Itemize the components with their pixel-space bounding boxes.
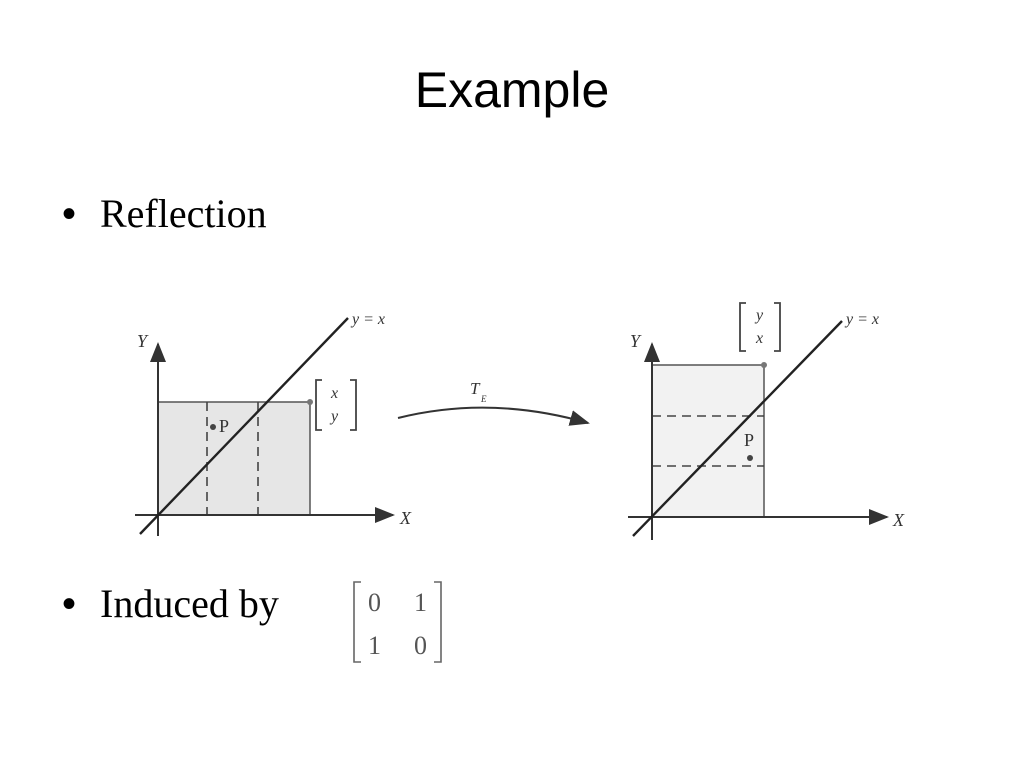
transform-curve — [397, 406, 590, 426]
left-vector-top: x — [330, 385, 338, 402]
left-point-p — [210, 424, 216, 430]
left-diagonal-line — [139, 317, 349, 535]
left-p-label: P — [219, 416, 229, 436]
right-line-label: y = x — [844, 311, 879, 328]
left-y-label: Y — [137, 331, 149, 351]
left-corner-point — [307, 399, 313, 405]
right-p-label: P — [744, 430, 754, 450]
matrix-cell: 1 — [368, 631, 381, 660]
bullet-dot-icon: • — [62, 192, 77, 236]
right-vector-bracket-right — [774, 302, 781, 352]
left-vector-bracket-left — [315, 379, 322, 431]
right-corner-point — [761, 362, 767, 368]
bullet-induced-by: • Induced by — [62, 580, 279, 628]
right-vector-bottom: x — [755, 330, 763, 347]
right-y-label: Y — [630, 331, 642, 351]
transform-label: T — [470, 379, 481, 398]
matrix-bracket-left — [353, 581, 361, 663]
bullet-text: Reflection — [100, 191, 267, 236]
transform-arrow: T E — [397, 379, 590, 426]
slide-title: Example — [414, 62, 610, 118]
right-vector-bracket-left — [739, 302, 746, 352]
right-x-label: X — [892, 510, 905, 530]
matrix-bracket-right — [434, 581, 442, 663]
matrix: 0 1 1 0 — [353, 581, 442, 663]
left-vector-bracket-right — [350, 379, 357, 431]
right-vector-top: y — [754, 307, 764, 324]
right-shaded-region — [651, 364, 765, 518]
matrix-cell: 1 — [414, 588, 427, 617]
matrix-cell: 0 — [414, 631, 427, 660]
left-figure: Y X y = x P x y — [135, 311, 412, 536]
right-point-p — [747, 455, 753, 461]
bullet-dot-icon: • — [62, 582, 77, 626]
matrix-cell: 0 — [368, 588, 381, 617]
bullet-text: Induced by — [100, 581, 279, 626]
right-diagonal-line — [632, 320, 843, 537]
right-figure: Y X y = x P y x — [628, 302, 905, 540]
left-x-label: X — [399, 508, 412, 528]
transform-subscript: E — [480, 394, 487, 404]
left-shaded-region — [157, 401, 311, 516]
left-line-label: y = x — [350, 311, 385, 328]
bullet-reflection: • Reflection — [62, 190, 267, 238]
left-vector-bottom: y — [329, 408, 339, 425]
